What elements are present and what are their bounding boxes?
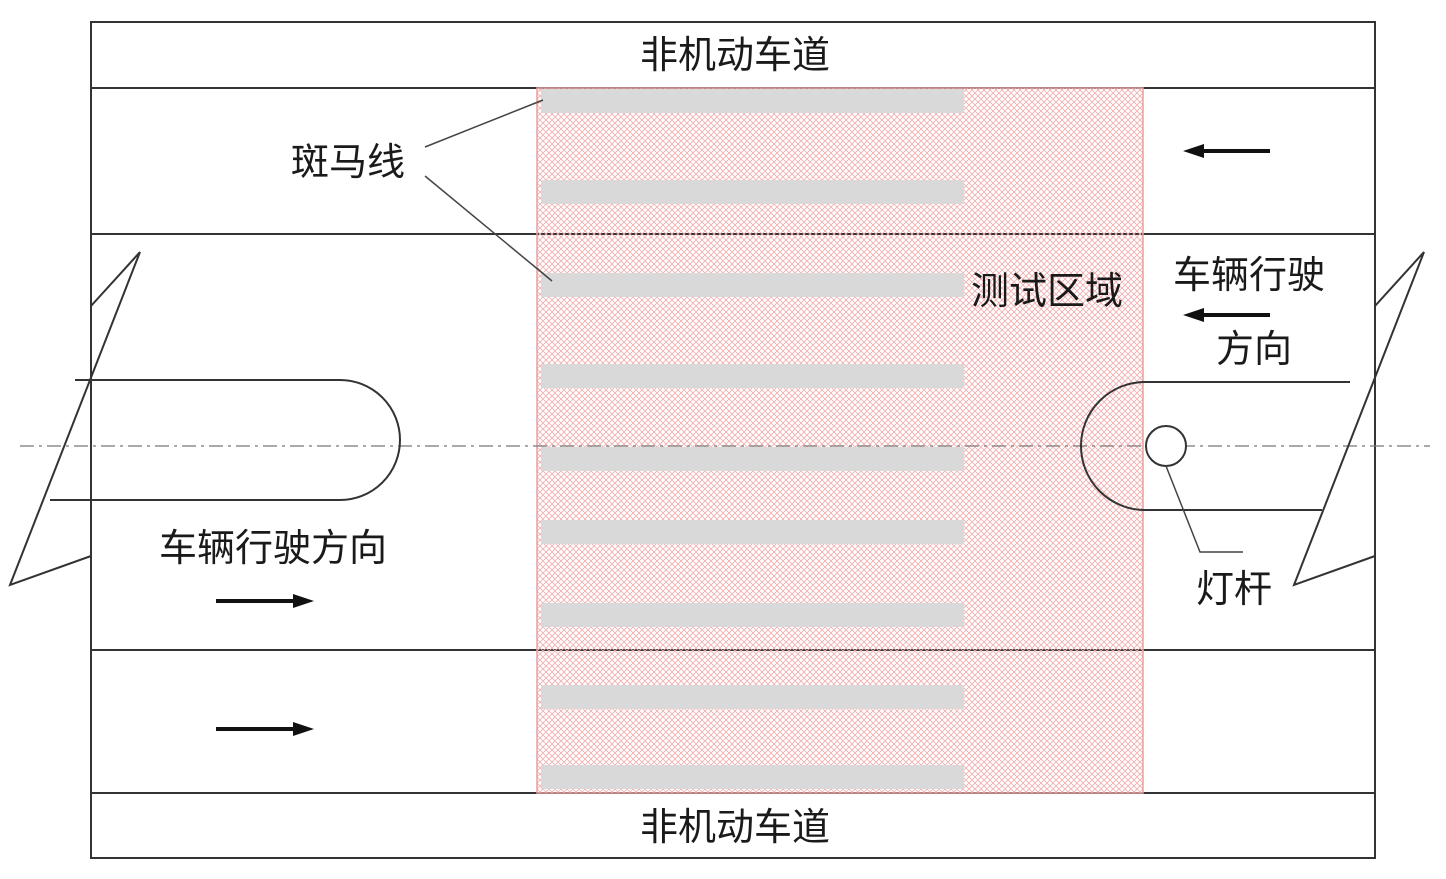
zebra-stripe xyxy=(541,520,964,544)
test-area-region xyxy=(536,87,1144,794)
median-island-right xyxy=(1080,381,1350,511)
zebra-stripe xyxy=(541,765,964,789)
zebra-stripe xyxy=(541,603,964,627)
bike-lane-top-label: 非机动车道 xyxy=(640,33,831,77)
zebra-crossing-label: 斑马线 xyxy=(291,140,406,184)
zebra-stripe xyxy=(541,447,964,471)
direction-label-right-line1: 车辆行驶 xyxy=(1173,253,1326,297)
zebra-crossing-stripes xyxy=(541,89,964,789)
bike-lane-bottom-label: 非机动车道 xyxy=(640,805,831,849)
break-symbol-right xyxy=(1292,251,1425,587)
zebra-stripe xyxy=(541,273,964,297)
zebra-leader-line-2 xyxy=(424,175,553,282)
arrow-right-icon xyxy=(216,722,314,736)
lamp-post-label: 灯杆 xyxy=(1196,567,1273,611)
arrow-left-icon xyxy=(1183,308,1270,322)
zebra-leader-line-1 xyxy=(424,99,544,148)
direction-label-right-line2: 方向 xyxy=(1216,327,1293,371)
direction-label-left: 车辆行驶方向 xyxy=(159,526,388,570)
arrow-right-icon xyxy=(216,594,314,608)
median-island-left xyxy=(50,379,401,501)
arrow-left-icon xyxy=(1183,144,1270,158)
lamp-leader-line xyxy=(1165,465,1243,553)
road-outline xyxy=(90,21,1376,859)
zebra-stripe xyxy=(541,685,964,709)
zebra-stripe xyxy=(541,89,964,113)
break-symbol-left xyxy=(8,251,141,587)
zebra-stripe xyxy=(541,180,964,204)
test-area-label: 测试区域 xyxy=(971,269,1124,313)
zebra-stripe xyxy=(541,364,964,388)
lamp-post-icon xyxy=(1145,425,1187,467)
